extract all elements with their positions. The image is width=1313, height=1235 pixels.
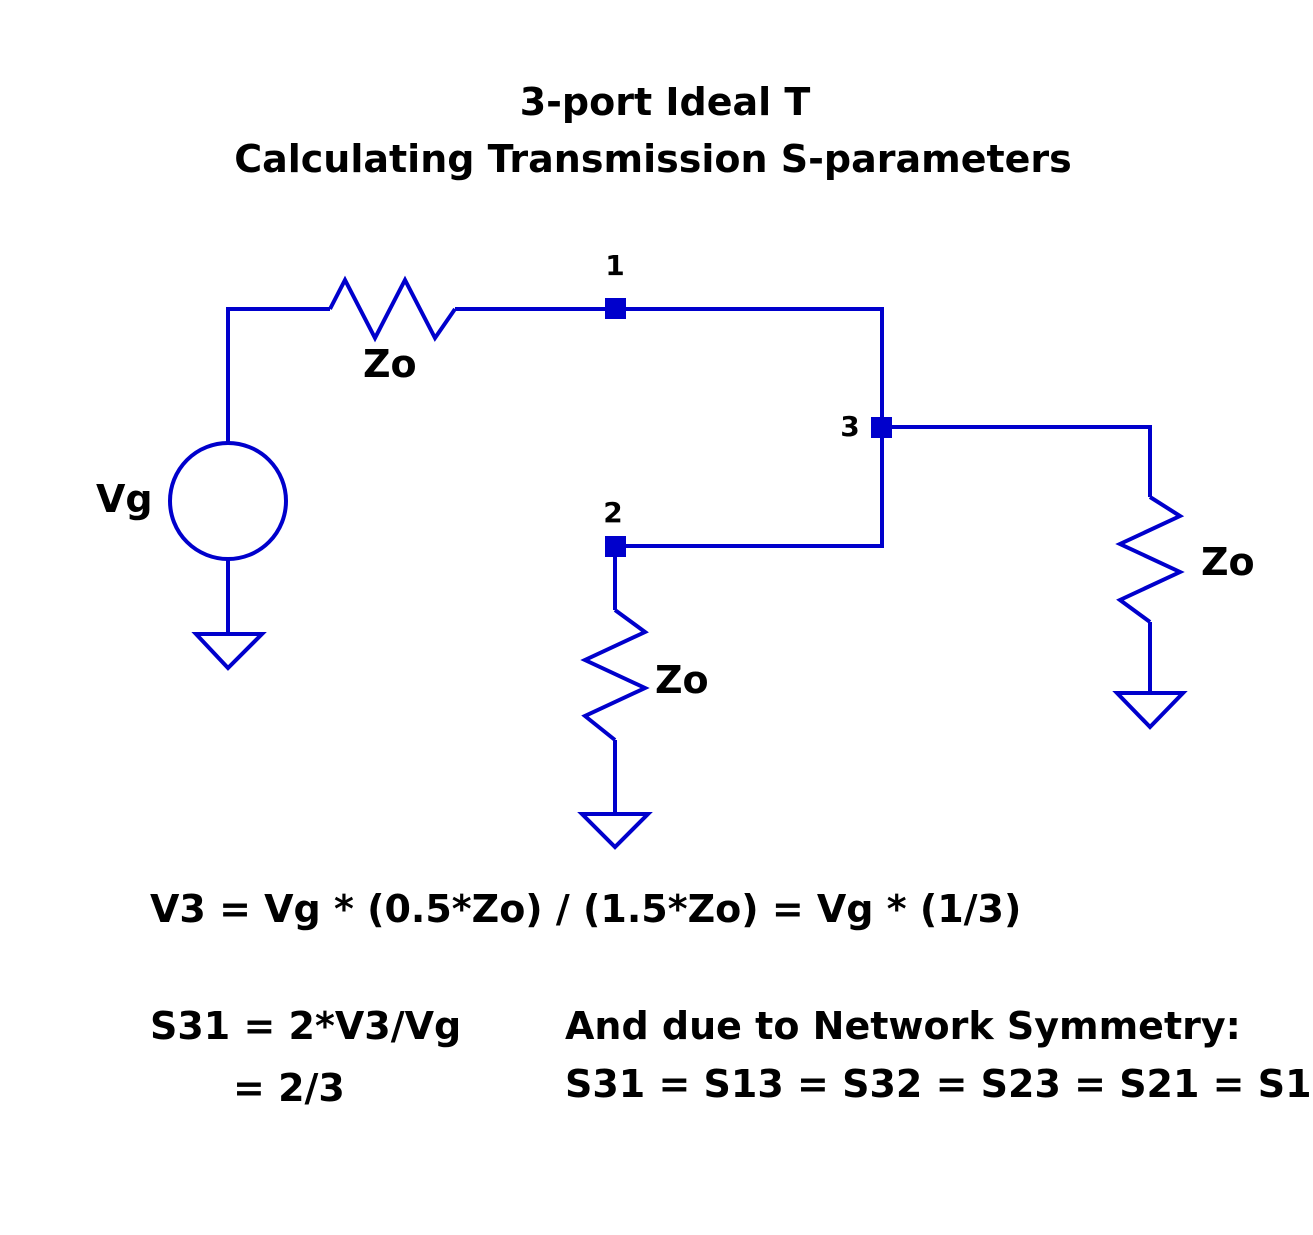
resistor-port3-label: Zo xyxy=(1201,540,1255,584)
wire-source-top xyxy=(226,307,330,442)
title-line-2: Calculating Transmission S-parameters xyxy=(234,137,1072,181)
title-line-1: 3-port Ideal T xyxy=(520,80,811,124)
resistor-series xyxy=(328,275,457,343)
resistor-port2 xyxy=(580,608,650,742)
symmetry-line-1: And due to Network Symmetry: xyxy=(565,1004,1241,1048)
port-1-label: 1 xyxy=(605,249,624,282)
port-2-node xyxy=(605,536,626,557)
equation-s31-line-1: S31 = 2*V3/Vg xyxy=(150,1004,461,1048)
resistor-port3 xyxy=(1115,495,1185,624)
port-1-node xyxy=(605,298,626,319)
port-2-label: 2 xyxy=(603,496,622,529)
wire-node3-right xyxy=(882,425,1152,497)
port-3-node xyxy=(871,417,892,438)
source-label: Vg xyxy=(96,477,153,521)
ground-symbol-port2 xyxy=(577,812,653,850)
voltage-source-symbol xyxy=(168,441,288,561)
equation-s31-line-2: = 2/3 xyxy=(233,1066,345,1110)
equation-v3: V3 = Vg * (0.5*Zo) / (1.5*Zo) = Vg * (1/… xyxy=(150,887,1021,931)
resistor-port2-label: Zo xyxy=(655,658,709,702)
source-branch xyxy=(168,275,615,671)
ground-symbol-port3 xyxy=(1112,691,1188,730)
resistor-series-label: Zo xyxy=(363,342,417,386)
port3-branch xyxy=(882,425,1188,730)
port2-branch xyxy=(577,546,653,850)
symmetry-line-2: S31 = S13 = S32 = S23 = S21 = S12 xyxy=(565,1062,1313,1106)
ground-symbol-source xyxy=(191,632,267,671)
port-3-label: 3 xyxy=(840,410,859,443)
